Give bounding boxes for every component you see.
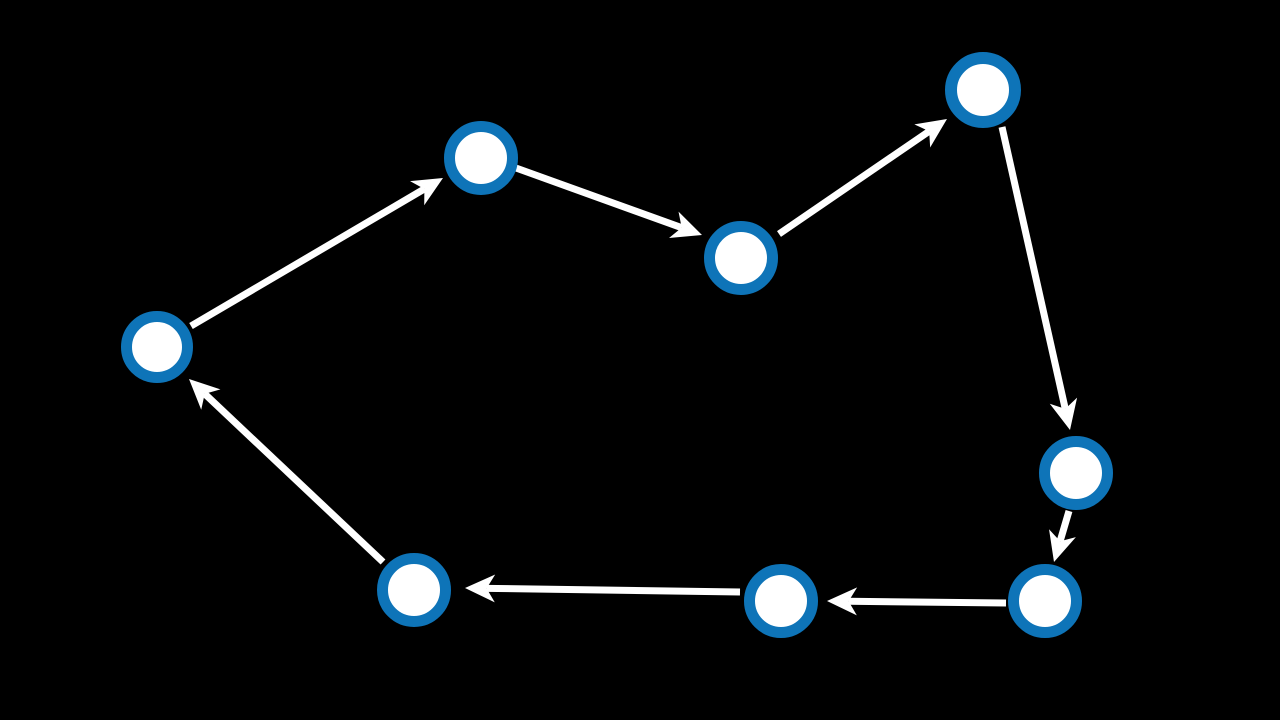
graph-node[interactable] (444, 121, 518, 195)
edge-shaft (998, 126, 1069, 410)
nodes-layer (121, 52, 1113, 638)
edge-arrowhead-icon (914, 119, 947, 148)
node-circle (1008, 564, 1082, 638)
node-circle (121, 311, 193, 383)
graph-node[interactable] (1008, 564, 1082, 638)
node-circle (704, 221, 778, 295)
edge-arrowhead-icon (189, 379, 221, 410)
graph-node[interactable] (704, 221, 778, 295)
graph-edge[interactable] (777, 119, 947, 237)
graph-edge[interactable] (1049, 510, 1076, 562)
graph-edge[interactable] (827, 587, 1007, 616)
edge-arrowhead-icon (827, 587, 858, 616)
graph-edge[interactable] (998, 126, 1078, 430)
edge-shaft (202, 391, 386, 565)
graph-edge[interactable] (465, 574, 741, 603)
edge-shaft (514, 164, 683, 231)
edge-shaft (486, 584, 741, 596)
graph-node[interactable] (945, 52, 1021, 128)
graph-edge[interactable] (189, 178, 443, 330)
graph-node[interactable] (1039, 436, 1113, 510)
edge-arrowhead-icon (465, 574, 496, 603)
node-circle (377, 553, 451, 627)
edge-shaft (777, 128, 932, 237)
edge-shaft (189, 185, 427, 330)
graph-node[interactable] (377, 553, 451, 627)
node-circle (744, 564, 818, 638)
edges-layer (189, 119, 1078, 616)
edge-shaft (1056, 510, 1073, 543)
node-circle (444, 121, 518, 195)
graph-edge[interactable] (514, 164, 702, 239)
node-circle (945, 52, 1021, 128)
graph-node[interactable] (744, 564, 818, 638)
graph-edge[interactable] (189, 379, 386, 565)
edge-arrowhead-icon (1049, 397, 1078, 430)
edge-arrowhead-icon (1049, 529, 1076, 562)
edge-shaft (848, 597, 1007, 607)
graph-node[interactable] (121, 311, 193, 383)
edge-arrowhead-icon (410, 178, 443, 206)
edge-arrowhead-icon (669, 211, 702, 239)
node-circle (1039, 436, 1113, 510)
